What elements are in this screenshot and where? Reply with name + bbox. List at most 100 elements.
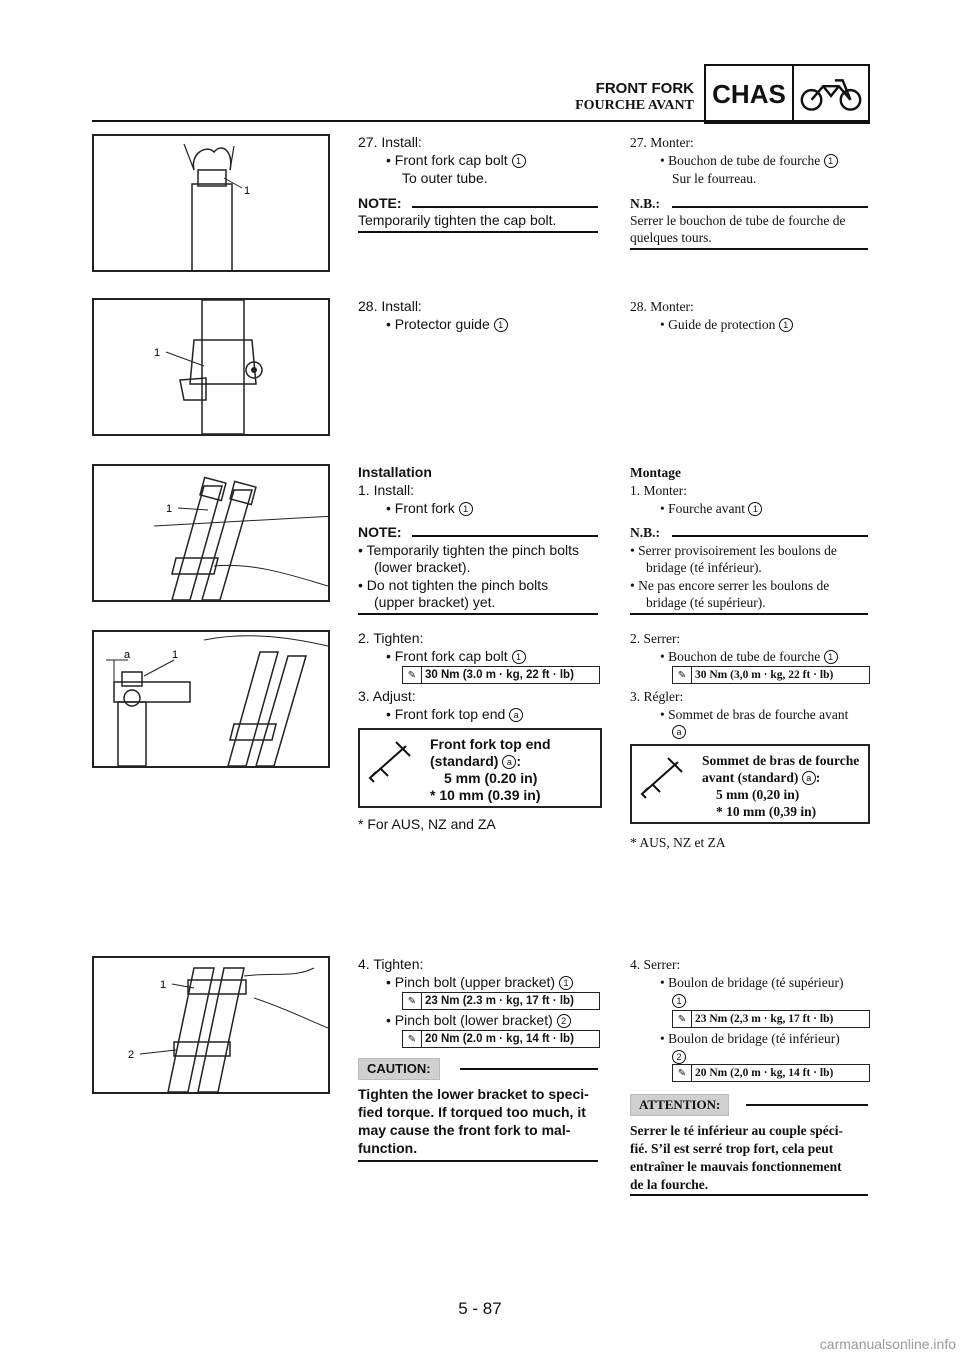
callout-a: a	[502, 755, 517, 769]
header-rule	[92, 120, 868, 122]
spec-line-2: avant (standard) a:	[702, 770, 821, 785]
callout-1: 1	[154, 347, 160, 359]
torque-wrench-icon: ✎	[673, 667, 692, 683]
step-4-fr: 4. Serrer:	[630, 957, 681, 972]
item-4a-fr: • Boulon de bridage (té supérieur)	[660, 975, 844, 990]
callout-1: 1	[493, 318, 508, 332]
item-1-en: • Front fork 1	[386, 500, 473, 517]
item-4a-fr-callout: 1	[672, 992, 686, 1009]
step-3-fr: 3. Régler:	[630, 689, 684, 704]
item-27-fr: • Bouchon de tube de fourche 1	[660, 152, 838, 169]
item-text: • Pinch bolt (upper bracket)	[386, 974, 556, 990]
caution-text-1-fr: Serrer le té inférieur au couple spéci-	[630, 1123, 843, 1138]
callout-a: a	[124, 649, 131, 661]
figure-cap-bolt: 1	[92, 134, 330, 272]
callout-1: 1	[511, 650, 526, 664]
spec-line-3: 5 mm (0,20 in)	[716, 787, 800, 802]
caution-label-en: CAUTION:	[358, 1058, 440, 1080]
item-text: • Front fork cap bolt	[386, 648, 508, 664]
caution-text-4-fr: de la fourche.	[630, 1177, 709, 1192]
item-text: • Bouchon de tube de fourche	[660, 153, 821, 168]
note-label-en: NOTE:	[358, 524, 402, 540]
step-1-fr: 1. Monter:	[630, 483, 687, 498]
torque-wrench-icon: ✎	[673, 1065, 692, 1081]
note-bullet-1a-fr: • Serrer provisoirement les boulons de	[630, 543, 837, 558]
callout-2: 2	[556, 1014, 571, 1028]
note-end-line	[630, 248, 868, 250]
callout-1: 1	[823, 154, 838, 168]
step-2-en: 2. Tighten:	[358, 630, 424, 646]
caution-line	[746, 1104, 868, 1106]
caution-line	[460, 1068, 598, 1070]
note-line	[412, 535, 598, 537]
torque-spec-lower-fr: ✎ 20 Nm (2,0 m · kg, 14 ft · lb)	[672, 1064, 870, 1082]
note-end-line	[358, 231, 598, 233]
torque-value: 20 Nm (2.0 m · kg, 14 ft · lb)	[425, 1032, 574, 1045]
item-3-fr: • Sommet de bras de fourche avant	[660, 707, 849, 722]
callout-1: 1	[458, 502, 473, 516]
item-text: • Pinch bolt (lower bracket)	[386, 1012, 553, 1028]
callout-1: 1	[166, 503, 172, 515]
figure-pinch-bolts: 1 2	[92, 956, 330, 1094]
callout-1: 1	[778, 318, 793, 332]
note-label-fr: N.B.:	[630, 525, 660, 540]
step-4-en: 4. Tighten:	[358, 956, 424, 972]
item-text: • Guide de protection	[660, 317, 776, 332]
spec-line-4: * 10 mm (0,39 in)	[716, 804, 817, 819]
item-text: • Protector guide	[386, 316, 490, 332]
watermark: carmanualsonline.info	[819, 1336, 956, 1352]
motorcycle-icon	[794, 66, 868, 122]
item-28-fr: • Guide de protection 1	[660, 316, 793, 333]
step-27-fr: 27. Monter:	[630, 135, 694, 150]
header-title-fr: FOURCHE AVANT	[575, 98, 694, 113]
step-3-en: 3. Adjust:	[358, 688, 416, 704]
step-27-en: 27. Install:	[358, 134, 422, 150]
note-bullet-2a-fr: • Ne pas encore serrer les boulons de	[630, 578, 830, 593]
torque-value: 23 Nm (2,3 m · kg, 17 ft · lb)	[695, 1012, 834, 1025]
torque-spec-cap-bolt-fr: ✎ 30 Nm (3,0 m · kg, 22 ft · lb)	[672, 666, 870, 684]
figure-fork-top-end: a 1	[92, 630, 330, 768]
note-label-en: NOTE:	[358, 195, 402, 211]
note-text-fr-2: quelques tours.	[630, 230, 712, 245]
caution-text-4-en: function.	[358, 1140, 418, 1156]
torque-value: 30 Nm (3.0 m · kg, 22 ft · lb)	[425, 668, 574, 681]
callout-1: 1	[672, 994, 686, 1008]
torque-spec-cap-bolt-en: ✎ 30 Nm (3.0 m · kg, 22 ft · lb)	[402, 666, 600, 684]
item-27-en: • Front fork cap bolt 1	[386, 152, 526, 169]
spec-box-top-end-fr: Sommet de bras de fourche avant (standar…	[630, 744, 870, 824]
step-2-fr: 2. Serrer:	[630, 631, 681, 646]
torque-value: 23 Nm (2.3 m · kg, 17 ft · lb)	[425, 994, 574, 1007]
note-bullet-1b-en: (lower bracket).	[374, 559, 471, 575]
item-text: • Bouchon de tube de fourche	[660, 649, 821, 664]
step-28-en: 28. Install:	[358, 298, 422, 314]
section-badge: CHAS	[704, 64, 870, 124]
note-bullet-2b-en: (upper bracket) yet.	[374, 594, 496, 610]
note-bullet-1b-fr: bridage (té inférieur).	[646, 560, 762, 575]
callout-2: 2	[128, 1049, 134, 1061]
spec-box-top-end-en: Front fork top end (standard) a: 5 mm (0…	[358, 728, 602, 808]
footnote-en: * For AUS, NZ and ZA	[358, 816, 496, 832]
callout-1: 1	[558, 976, 573, 990]
step-28-fr: 28. Monter:	[630, 299, 694, 314]
note-line	[412, 206, 598, 208]
item-4a-en: • Pinch bolt (upper bracket) 1	[386, 974, 573, 991]
item-text: • Front fork	[386, 500, 455, 516]
item-3-fr-callout: a	[672, 723, 686, 740]
callout-a: a	[801, 771, 816, 785]
callout-1: 1	[160, 979, 166, 991]
torque-wrench-icon: ✎	[403, 1031, 422, 1047]
callout-1: 1	[172, 649, 178, 661]
callout-a: a	[509, 708, 524, 722]
item-4b-fr-callout: 2	[672, 1048, 686, 1065]
spec-line-2: (standard) a:	[430, 753, 522, 769]
item-text: • Front fork top end	[386, 706, 506, 722]
spec-line-1: Front fork top end	[430, 736, 551, 752]
item-2-fr: • Bouchon de tube de fourche 1	[660, 648, 838, 665]
figure-protector-guide: 1	[92, 298, 330, 436]
caution-text-1-en: Tighten the lower bracket to speci-	[358, 1086, 589, 1102]
note-bullet-2a-en: • Do not tighten the pinch bolts	[358, 577, 549, 593]
caution-end-line	[358, 1160, 598, 1162]
item-text: • Front fork cap bolt	[386, 152, 508, 168]
sub-27-fr: Sur le fourreau.	[672, 171, 757, 186]
torque-spec-upper-en: ✎ 23 Nm (2.3 m · kg, 17 ft · lb)	[402, 992, 600, 1010]
